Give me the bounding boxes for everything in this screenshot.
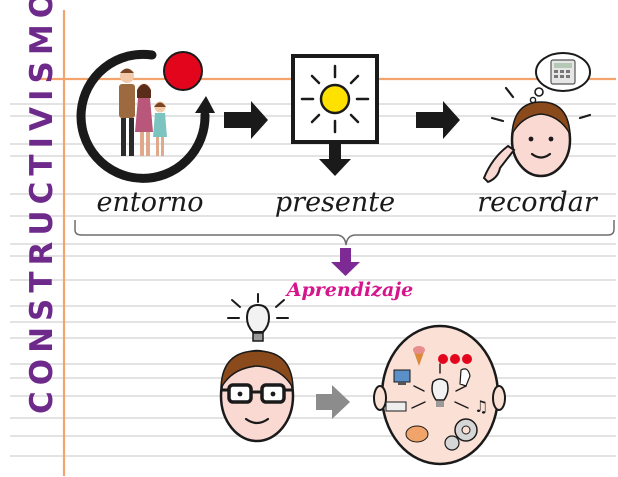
sun-icon: [291, 54, 379, 144]
remembering-face-icon: [482, 52, 592, 184]
arrow-right-icon: [316, 385, 350, 419]
down-arrow-icon: [331, 248, 360, 276]
result-label: Aprendizaje: [286, 279, 414, 301]
arrow-right-icon: [224, 101, 268, 139]
step-label-entorno: entorno: [96, 187, 204, 218]
family-cycle-icon: [76, 49, 215, 183]
step-label-presente: presente: [274, 187, 396, 218]
thinking-person-icon: [219, 293, 295, 443]
arrow-down-icon: [319, 143, 351, 176]
arrow-right-icon: [416, 101, 460, 139]
knowledge-head-icon: ♫: [373, 324, 506, 466]
step-label-recordar: recordar: [477, 187, 597, 218]
page-title: CONSTRUCTIVISMO: [24, 0, 60, 414]
notebook-lines: [10, 103, 616, 457]
grouping-brace: [74, 220, 615, 246]
svg-text:♫: ♫: [474, 397, 488, 416]
